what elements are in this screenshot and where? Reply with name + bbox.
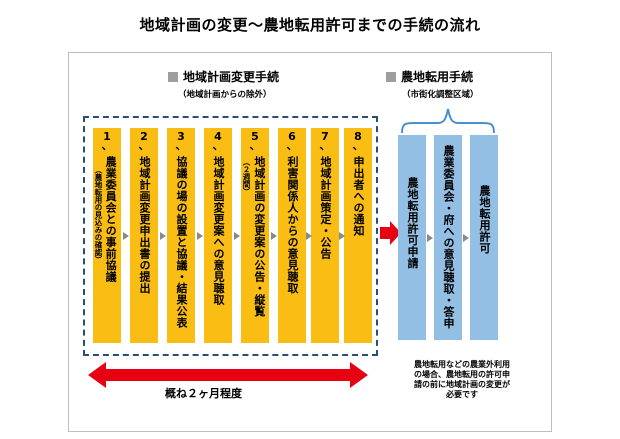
step-box-7: 7 、 地域計画策定・公告 xyxy=(311,128,339,343)
step-label: 利害関係人からの意見聴取 xyxy=(286,156,299,294)
flow-arrow-icon xyxy=(339,232,345,240)
flow-arrow-icon xyxy=(123,232,129,240)
flow-arrow-icon xyxy=(427,234,433,242)
step-number: 5 xyxy=(251,130,259,143)
step-box-6: 6 、 利害関係人からの意見聴取 xyxy=(278,128,306,343)
right-section-subheading: （市街化調整区域） xyxy=(402,90,479,100)
diagram-title: 地域計画の変更〜農地転用許可までの手続の流れ xyxy=(139,16,481,34)
plan-change-group xyxy=(83,116,378,356)
step-box-3: 3 、 協議の場の設置と協議・結果公表 xyxy=(167,128,195,343)
right-section-heading: 農地転用手続 xyxy=(386,68,473,85)
conversion-box-3: 農地転用許可 xyxy=(470,135,498,340)
step-number: 1 xyxy=(103,130,111,143)
step-note: （農地転用の見込みの確認） xyxy=(94,166,103,264)
step-label: 地域計画変更案への意見聴取 xyxy=(212,156,225,306)
flow-arrow-icon xyxy=(197,232,203,240)
section-square-icon xyxy=(168,72,178,82)
note-text: 農地転用などの農業外利用 の場合、農地転用の許可申 請の前に地域計画の変更が 必… xyxy=(392,360,532,400)
step-label: 協議の場の設置と協議・結果公表 xyxy=(175,156,188,329)
step-label: 地域計画策定・公告 xyxy=(319,156,332,260)
conversion-box-2: 農業委員会・府への意見聴取・答申 xyxy=(434,135,462,340)
right-section-heading-text: 農地転用手続 xyxy=(401,70,474,84)
conversion-label: 農地転用許可 xyxy=(478,185,491,254)
flow-arrow-icon xyxy=(160,232,166,240)
duration-label: 概ね２ヶ月程度 xyxy=(165,387,242,400)
step-number: 4 xyxy=(214,130,222,143)
note-line: 必要です xyxy=(446,390,478,399)
step-number: 6 xyxy=(288,130,296,143)
flow-arrow-icon xyxy=(463,234,469,242)
conversion-bracket xyxy=(401,108,495,134)
step-box-2: 2 、 地域計画変更申出書の提出 xyxy=(130,128,158,343)
flow-arrow-icon xyxy=(234,232,240,240)
step-number-dot: 、 xyxy=(352,139,364,152)
step-label: 地域計画変更申出書の提出 xyxy=(138,156,151,294)
flow-arrow-icon xyxy=(271,232,277,240)
duration-arrow-icon xyxy=(88,362,368,388)
section-square-icon xyxy=(386,72,396,82)
step-box-4: 4 、 地域計画変更案への意見聴取 xyxy=(204,128,232,343)
step-note: （２週間） xyxy=(242,158,251,196)
step-number-dot: 、 xyxy=(319,139,331,152)
step-number-dot: 、 xyxy=(138,139,150,152)
left-section-heading-text: 地域計画変更手続 xyxy=(183,70,280,84)
conversion-label: 農地転用許可申請 xyxy=(406,177,419,269)
step-label: 地域計画の変更案の公告・縦覧 xyxy=(252,156,266,317)
step-number: 7 xyxy=(321,130,329,143)
step-number: 3 xyxy=(177,130,185,143)
step-number: 2 xyxy=(140,130,148,143)
step-box-5: 5 、 地域計画の変更案の公告・縦覧 （２週間） xyxy=(241,128,269,343)
conversion-label: 農業委員会・府への意見聴取・答申 xyxy=(442,145,455,329)
step-number-dot: 、 xyxy=(212,139,224,152)
conversion-box-1: 農地転用許可申請 xyxy=(398,135,426,340)
step-label: 農業委員会との事前協議 xyxy=(104,156,118,283)
note-line: の場合、農地転用の許可申 xyxy=(414,370,510,379)
note-line: 請の前に地域計画の変更が xyxy=(414,380,510,389)
step-number-dot: 、 xyxy=(249,139,261,152)
step-box-1: 1 、 農業委員会との事前協議 （農地転用の見込みの確認） xyxy=(93,128,121,343)
step-number: 8 xyxy=(354,130,362,143)
left-section-heading: 地域計画変更手続 xyxy=(168,68,279,85)
step-number-dot: 、 xyxy=(175,139,187,152)
step-number-dot: 、 xyxy=(286,139,298,152)
note-line: 農地転用などの農業外利用 xyxy=(414,360,510,369)
step-box-8: 8 、 申出者への通知 xyxy=(344,128,372,343)
flow-arrow-icon xyxy=(306,232,312,240)
left-section-subheading: （地域計画からの除外） xyxy=(178,90,272,100)
transition-arrow-icon xyxy=(380,221,401,245)
step-number-dot: 、 xyxy=(101,139,113,152)
step-label: 申出者への通知 xyxy=(352,156,365,237)
